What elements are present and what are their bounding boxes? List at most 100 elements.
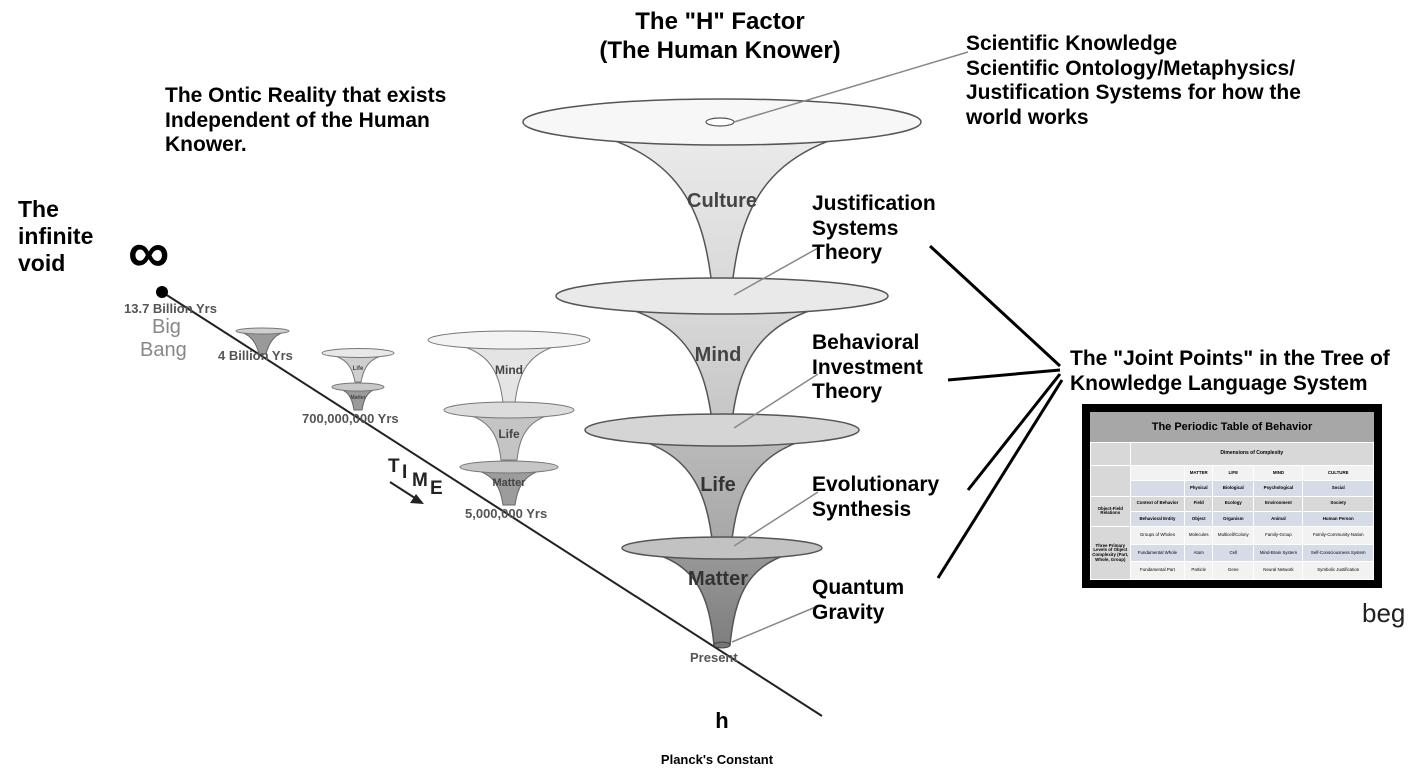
infinite-void-line: infinite (18, 222, 94, 249)
svg-text:Life: Life (498, 427, 520, 441)
small-cone-700-million: Life Matter (321, 348, 395, 411)
scientific-knowledge-line: Justification Systems for how the (966, 81, 1301, 105)
big-bang-dot (156, 286, 168, 298)
table-cell: Physical (1184, 480, 1214, 497)
year-label-13-7-billion: 13.7 Billion Yrs (124, 301, 217, 316)
cone-matter (621, 536, 823, 649)
year-label-700-million: 700,000,000 Yrs (302, 411, 399, 426)
scientific-knowledge-label: Scientific Knowledge Scientific Ontology… (966, 32, 1301, 130)
joint-label-line: Synthesis (812, 497, 912, 521)
h-factor-title-line1: The "H" Factor (635, 8, 805, 35)
pointer-lines (731, 51, 969, 643)
table-cell: Self-Consciousness System (1302, 543, 1374, 563)
row-label: Context of Behavior (1129, 495, 1186, 512)
joint-caption-line: The "Joint Points" in the Tree of (1070, 347, 1390, 370)
joint-label-line: Quantum (812, 576, 905, 599)
dimensions-header: Dimensions of Complexity (1129, 442, 1375, 466)
table-cell: Mind-Brain System (1253, 543, 1304, 563)
medium-cone-5-million: Mind Life Matter (427, 330, 591, 506)
table-cell: Family-Group (1253, 526, 1304, 545)
periodic-table-of-behavior: The Periodic Table of Behavior Dimension… (1082, 404, 1382, 588)
table-cell (1090, 465, 1131, 497)
time-letter: E (430, 478, 443, 499)
table-cell: Organism (1212, 510, 1255, 528)
table-cell: Particle (1184, 561, 1214, 580)
row-label: Fundamental Whole (1129, 543, 1186, 563)
ontic-reality-label: The Ontic Reality that exists Independen… (165, 84, 446, 158)
table-cell (1090, 442, 1131, 466)
table-cell (1129, 480, 1186, 497)
joint-label-line: Evolutionary (812, 473, 940, 496)
joint-label-line: Systems (812, 216, 899, 240)
table-cell: Ecology (1212, 495, 1255, 512)
mind-label: Mind (694, 344, 742, 366)
big-bang-line: Bang (140, 339, 187, 361)
time-letter: T (388, 456, 400, 477)
culture-label: Culture (687, 190, 757, 212)
justification-systems-label: Justification Systems Theory (812, 192, 936, 266)
table-cell: Animal (1253, 510, 1304, 528)
joint-label-line: Justification (812, 192, 936, 215)
behavioral-investment-label: Behavioral Investment Theory (812, 331, 923, 405)
table-cell: Social (1302, 480, 1374, 497)
table-cell: Symbolic Justification (1302, 561, 1374, 580)
table-cell: Atom (1184, 543, 1214, 563)
svg-text:Matter: Matter (350, 395, 365, 401)
scientific-knowledge-line: Scientific Ontology/Metaphysics/ (966, 56, 1296, 80)
table-cell: Psychological (1253, 480, 1304, 497)
row-group-label: Object-Field Relations (1090, 495, 1131, 528)
life-label: Life (700, 474, 736, 496)
small-cone-4-billion (235, 327, 290, 355)
joint-points-caption: The "Joint Points" in the Tree of Knowle… (1070, 347, 1390, 396)
present-label: Present (690, 650, 738, 665)
row-label: Behavioral Entity (1129, 510, 1186, 528)
column-header: LIFE (1212, 464, 1255, 482)
svg-text:Life: Life (353, 366, 364, 372)
table-cell: Human Person (1302, 510, 1374, 528)
h-symbol: h (715, 708, 729, 733)
evolutionary-synthesis-label: Evolutionary Synthesis (812, 473, 939, 522)
table-cell: Multicell/Colony (1212, 526, 1255, 545)
beg-fragment: beg (1362, 598, 1406, 628)
quantum-gravity-label: Quantum Gravity (812, 576, 904, 625)
joint-label-line: Investment (812, 355, 923, 379)
table-cell: Cell (1212, 543, 1255, 563)
time-arrow-icon (389, 481, 424, 504)
scientific-knowledge-line: Scientific Knowledge (966, 32, 1178, 55)
table-cell: Society (1302, 495, 1374, 512)
planck-constant-label: Planck's Constant (660, 752, 774, 767)
row-group-label: Three Primary Levels of Object Complexit… (1090, 526, 1131, 580)
year-label-5-million: 5,000,000 Yrs (465, 506, 548, 521)
row-label: Groups of Wholes (1129, 526, 1186, 545)
table-cell: Object (1184, 510, 1214, 528)
timeline-line (161, 291, 823, 717)
periodic-table-grid: Dimensions of Complexity MATTER LIFE MIN… (1090, 442, 1375, 580)
joint-label-line: Theory (812, 380, 883, 404)
big-bang-label: Big Bang (140, 316, 187, 362)
scientific-knowledge-line: world works (966, 105, 1089, 129)
joint-caption-line: Knowledge Language System (1070, 371, 1368, 395)
table-cell: Biological (1212, 480, 1255, 497)
ontic-reality-line: Knower. (165, 133, 247, 157)
h-factor-title-line2: (The Human Knower) (599, 36, 841, 64)
infinite-void-line: The (18, 196, 59, 222)
table-cell: Environment (1253, 495, 1304, 512)
infinite-void-label: The infinite void (18, 196, 93, 277)
svg-text:Mind: Mind (495, 363, 523, 377)
row-label: Fundamental Part (1129, 561, 1186, 580)
infinity-symbol: ∞ (128, 220, 170, 285)
year-label-4-billion: 4 Billion Yrs (218, 348, 293, 363)
table-cell (1129, 464, 1186, 482)
column-header: CULTURE (1302, 464, 1374, 482)
periodic-table-title: The Periodic Table of Behavior (1090, 412, 1374, 442)
time-letter: M (412, 470, 428, 491)
big-bang-line: Big (152, 316, 181, 338)
ontic-reality-line: Independent of the Human (165, 108, 430, 132)
joint-point-connectors (928, 244, 1064, 579)
h-factor-title: The "H" Factor (The Human Knower) (560, 8, 880, 66)
table-cell: Gene (1212, 561, 1255, 580)
column-header: MATTER (1184, 464, 1214, 482)
matter-label: Matter (687, 568, 749, 590)
svg-text:Matter: Matter (492, 477, 526, 489)
